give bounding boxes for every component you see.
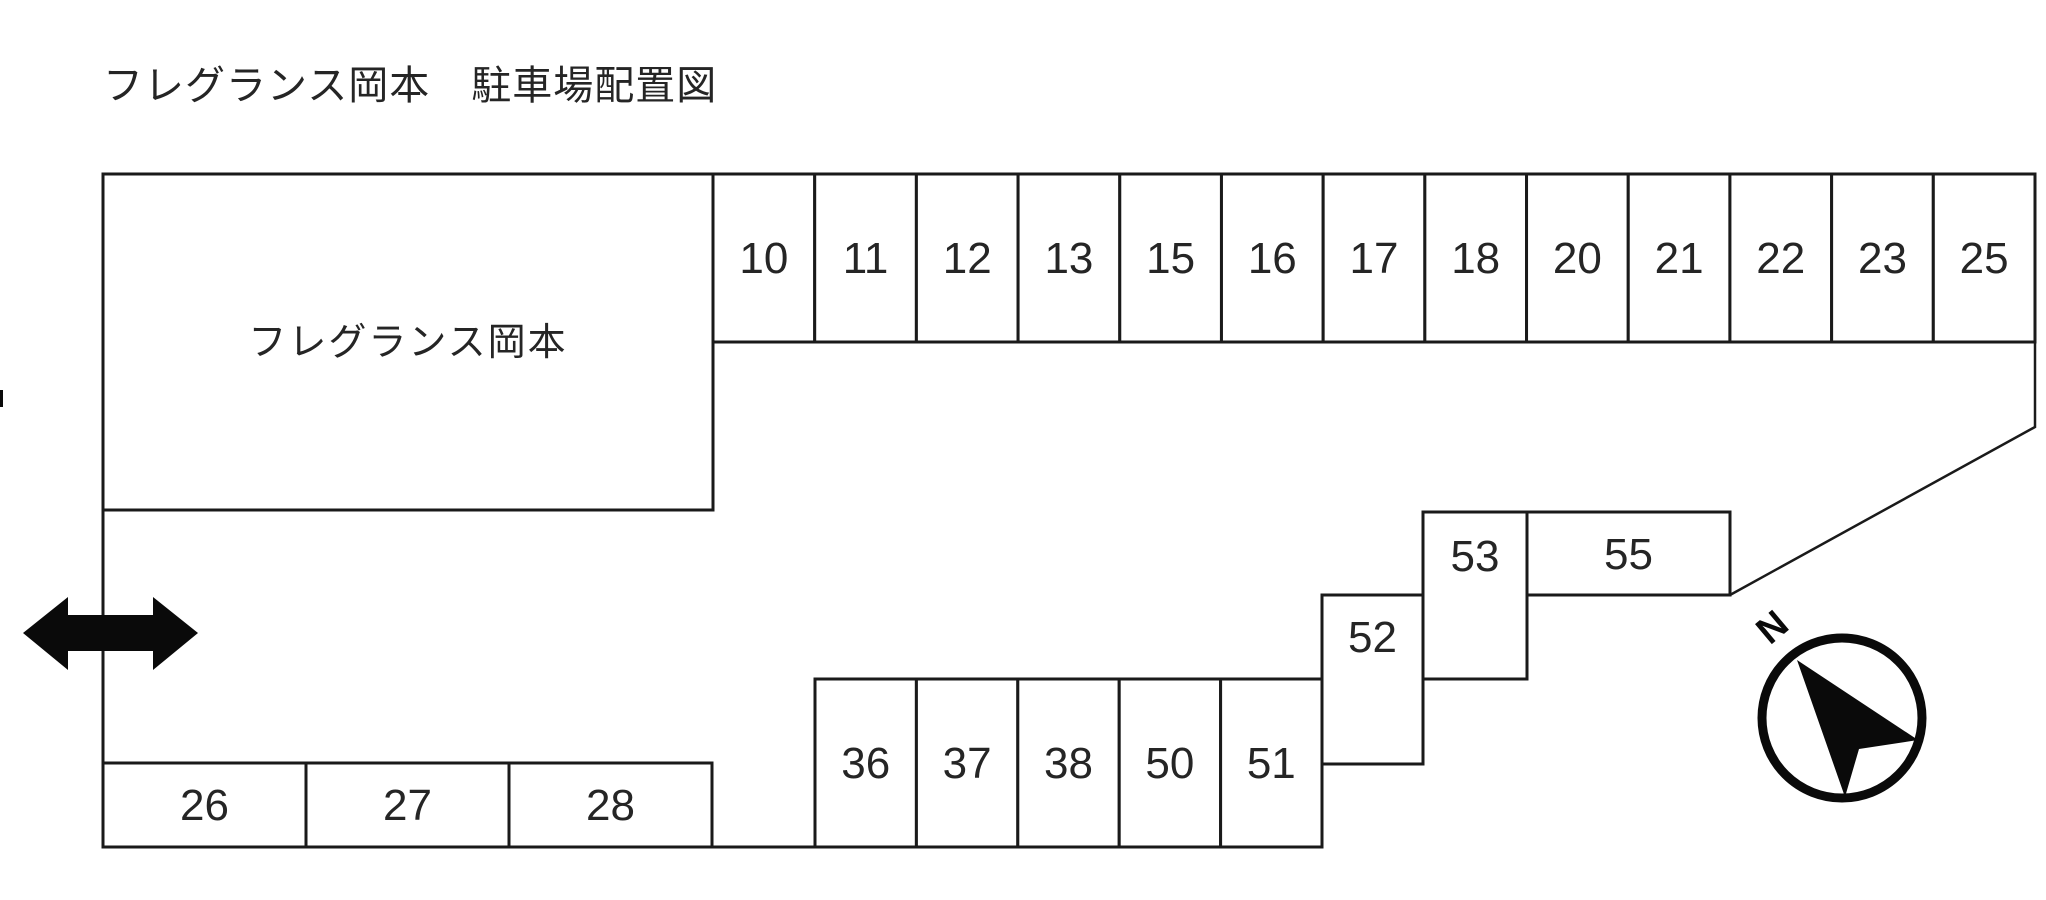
compass-needle-icon: [1797, 660, 1918, 797]
stall-16-number: 16: [1248, 234, 1297, 283]
stall-38: 38: [1016, 677, 1121, 849]
stall-53-number: 53: [1451, 532, 1500, 581]
stall-27: 27: [304, 761, 511, 849]
stall-25: 25: [1931, 172, 2037, 344]
stall-26-outline: [101, 761, 308, 849]
stall-12: 12: [914, 172, 1020, 344]
entrance-double-arrow-icon: [23, 597, 198, 670]
stall-52: 52: [1320, 593, 1425, 766]
stall-37-outline: [914, 677, 1020, 849]
stall-10-outline: [711, 172, 817, 344]
stall-13: 13: [1016, 172, 1122, 344]
stall-23: 23: [1830, 172, 1935, 344]
stall-27-outline: [304, 761, 511, 849]
stall-20: 20: [1525, 172, 1630, 344]
stall-51: 51: [1219, 677, 1324, 849]
lot-outline-right-diagonal: [1729, 342, 2037, 597]
stall-36-number: 36: [841, 739, 890, 788]
stall-28-number: 28: [586, 781, 635, 830]
stall-17-number: 17: [1350, 234, 1399, 283]
stall-22-number: 22: [1756, 234, 1805, 283]
stall-11: 11: [813, 172, 918, 344]
stall-28-outline: [507, 761, 714, 849]
stall-17: 17: [1321, 172, 1427, 344]
stall-16-outline: [1219, 172, 1325, 344]
stall-55: 55: [1525, 510, 1732, 597]
stall-11-outline: [813, 172, 918, 344]
stall-55-outline: [1525, 510, 1732, 597]
building-label: フレグランス岡本: [248, 322, 567, 364]
left-edge-clipped-mark: [0, 390, 3, 407]
stall-26-number: 26: [180, 781, 229, 830]
stall-18-number: 18: [1451, 234, 1500, 283]
stall-20-number: 20: [1553, 234, 1602, 283]
stall-55-number: 55: [1604, 530, 1653, 579]
stall-21-outline: [1626, 172, 1732, 344]
stall-51-number: 51: [1247, 739, 1296, 788]
stall-25-number: 25: [1960, 234, 2009, 283]
stall-10-number: 10: [739, 234, 788, 283]
stall-21-number: 21: [1655, 234, 1704, 283]
parking-stalls: 10 11 12 13 15 16 17 18 20 21 22 23 25 36 37 38 50 51 52 53…: [101, 172, 2037, 849]
stall-15: 15: [1118, 172, 1223, 344]
stall-17-outline: [1321, 172, 1427, 344]
building-outline: [101, 172, 715, 512]
stall-12-number: 12: [943, 234, 992, 283]
stall-22: 22: [1728, 172, 1834, 344]
building: フレグランス岡本: [101, 172, 715, 512]
stall-26: 26: [101, 761, 308, 849]
stall-36-outline: [813, 677, 918, 849]
stall-27-number: 27: [383, 781, 432, 830]
stall-52-number: 52: [1348, 613, 1397, 662]
stall-37: 37: [914, 677, 1020, 849]
stall-50-number: 50: [1145, 739, 1194, 788]
stall-53-outline: [1421, 510, 1529, 681]
stall-51-outline: [1219, 677, 1324, 849]
stall-50: 50: [1117, 677, 1223, 849]
stall-28: 28: [507, 761, 714, 849]
stall-18: 18: [1423, 172, 1529, 344]
stall-23-outline: [1830, 172, 1935, 344]
stall-36: 36: [813, 677, 918, 849]
stall-50-outline: [1117, 677, 1223, 849]
stall-22-outline: [1728, 172, 1834, 344]
stall-38-outline: [1016, 677, 1121, 849]
compass-circle: [1757, 633, 1927, 803]
stall-15-outline: [1118, 172, 1223, 344]
stall-10: 10: [711, 172, 817, 344]
stall-13-outline: [1016, 172, 1122, 344]
compass: N: [1749, 603, 1927, 803]
stall-21: 21: [1626, 172, 1732, 344]
stall-12-outline: [914, 172, 1020, 344]
page-title: フレグランス岡本 駐車場配置図: [103, 64, 717, 108]
stall-11-number: 11: [843, 234, 889, 283]
stall-25-outline: [1931, 172, 2037, 344]
stall-16: 16: [1219, 172, 1325, 344]
stall-53: 53: [1421, 510, 1529, 681]
stall-20-outline: [1525, 172, 1630, 344]
stall-38-number: 38: [1044, 739, 1093, 788]
compass-north-label: N: [1749, 603, 1797, 653]
stall-23-number: 23: [1858, 234, 1907, 283]
stall-37-number: 37: [943, 739, 992, 788]
stall-15-number: 15: [1146, 234, 1195, 283]
stall-13-number: 13: [1044, 234, 1093, 283]
